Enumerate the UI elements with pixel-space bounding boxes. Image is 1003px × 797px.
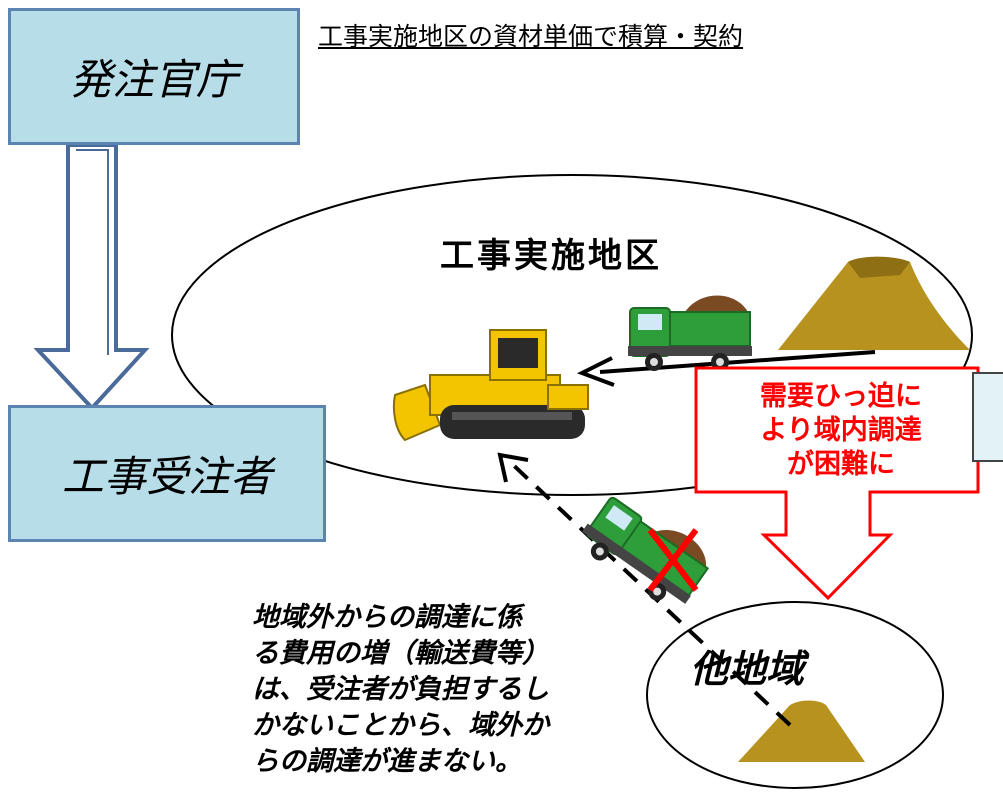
note-line: かないことから、域外か xyxy=(252,710,549,741)
offscreen-box xyxy=(972,372,1003,462)
top-caption: 工事実施地区の資材単価で積算・契約 xyxy=(318,22,744,51)
callout-line: 需要ひっ迫に xyxy=(760,381,922,412)
callout-text: 需要ひっ迫に より域内調達 が困難に xyxy=(716,380,966,482)
contractor-box: 工事受注者 xyxy=(8,405,326,542)
dump-truck-icon xyxy=(628,295,752,371)
contract-flow-arrow xyxy=(33,143,150,411)
note-line: は、受注者が負担するし xyxy=(252,674,549,705)
bulldozer-icon xyxy=(392,329,589,442)
note-line: 地域外からの調達に係 xyxy=(252,602,522,633)
note-line: る費用の増（輸送費等） xyxy=(252,638,549,669)
note-text: 地域外からの調達に係 る費用の増（輸送費等） は、受注者が負担するし かないこと… xyxy=(252,600,612,780)
note-line: らの調達が進まない。 xyxy=(252,746,522,777)
x-mark-icon xyxy=(647,528,699,592)
contract-flow-arrow-inner xyxy=(76,149,109,355)
callout-line: より域内調達 xyxy=(760,415,922,446)
other-region-ellipse xyxy=(646,601,944,789)
region-title: 工事実施地区 xyxy=(440,236,662,276)
client-agency-label: 発注官庁 xyxy=(69,55,238,104)
contractor-label: 工事受注者 xyxy=(61,452,272,501)
callout-arrow-box xyxy=(694,366,980,601)
client-agency-box: 発注官庁 xyxy=(8,8,300,145)
other-soil-pile-icon xyxy=(738,700,865,762)
crossed-out-dump-truck-icon xyxy=(582,496,710,604)
callout-line: が困難に xyxy=(787,449,895,480)
local-supply-arrow xyxy=(577,350,876,387)
other-region-label: 他地域 xyxy=(690,647,805,691)
soil-pile-icon xyxy=(778,256,970,350)
